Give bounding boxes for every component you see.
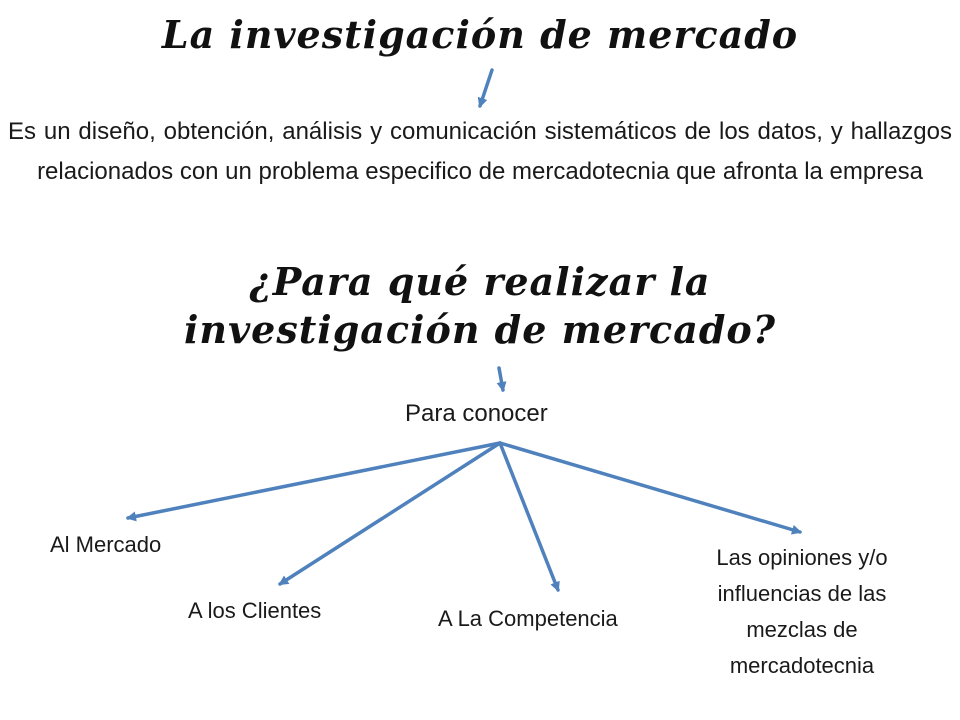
purpose-label: Para conocer [405, 400, 548, 427]
question-title: ¿Para qué realizar la investigación de m… [0, 258, 960, 354]
target-opinions-label: Las opiniones y/o influencias de las mez… [716, 545, 888, 678]
arrow-to-competition [498, 441, 560, 592]
arrow-to-market [126, 441, 502, 522]
arrow-to-clients [278, 441, 502, 586]
arrow-to-opinions [498, 441, 802, 535]
target-clients-label: A los Clientes [188, 598, 322, 623]
target-market-label: Al Mercado [50, 532, 162, 557]
target-competition-label: A La Competencia [438, 606, 618, 631]
page-title: La investigación de mercado [161, 12, 799, 57]
question-line-1: ¿Para qué realizar la [249, 259, 711, 304]
arrow-question-to-purpose [496, 366, 507, 392]
arrow-title-to-definition [477, 68, 494, 108]
question-line-2: investigación de mercado? [184, 307, 776, 352]
definition-text: Es un diseño, obtención, análisis y comu… [8, 118, 952, 185]
